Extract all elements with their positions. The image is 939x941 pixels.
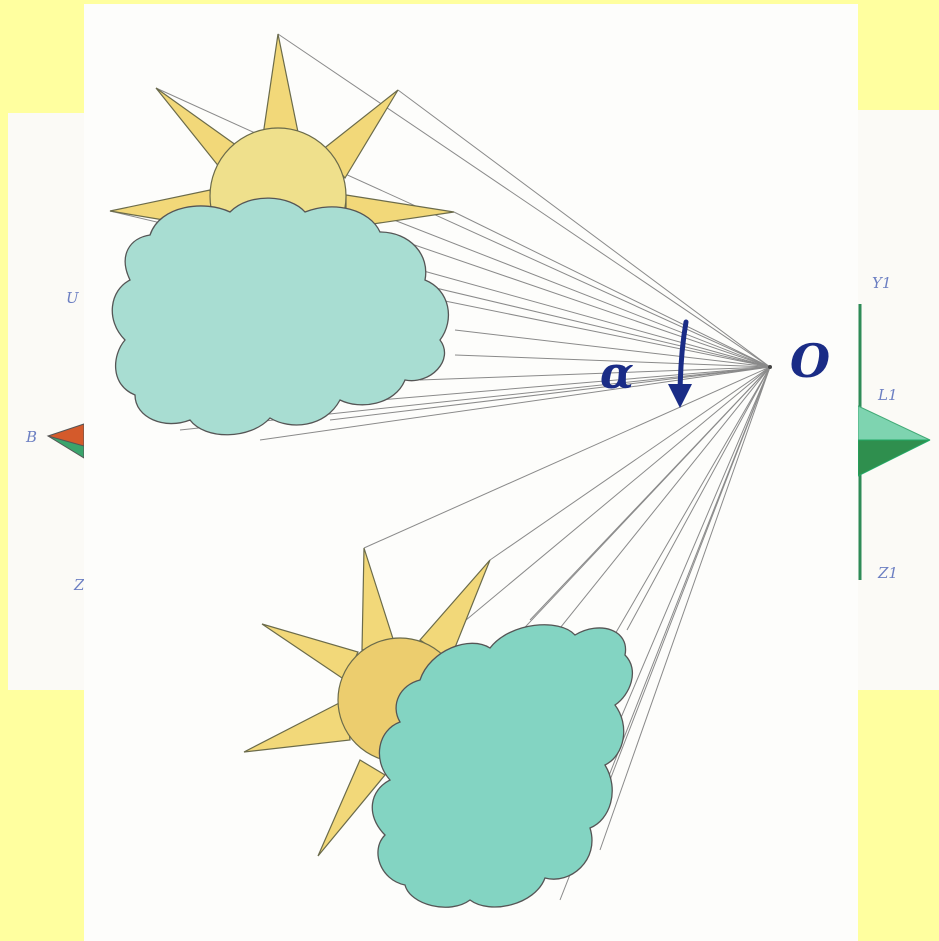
down-arrow-head-icon xyxy=(668,384,692,408)
upper-cloud xyxy=(112,198,448,435)
lower-sun-ray-bottomleft xyxy=(244,700,350,752)
lower-sun-ray-top xyxy=(362,548,395,650)
origin-label: O xyxy=(790,338,830,384)
projection-center-point xyxy=(768,365,772,369)
angle-label: α xyxy=(600,352,634,396)
lower-sun-ray-left xyxy=(262,624,358,680)
upper-sun-ray-top xyxy=(262,34,300,142)
